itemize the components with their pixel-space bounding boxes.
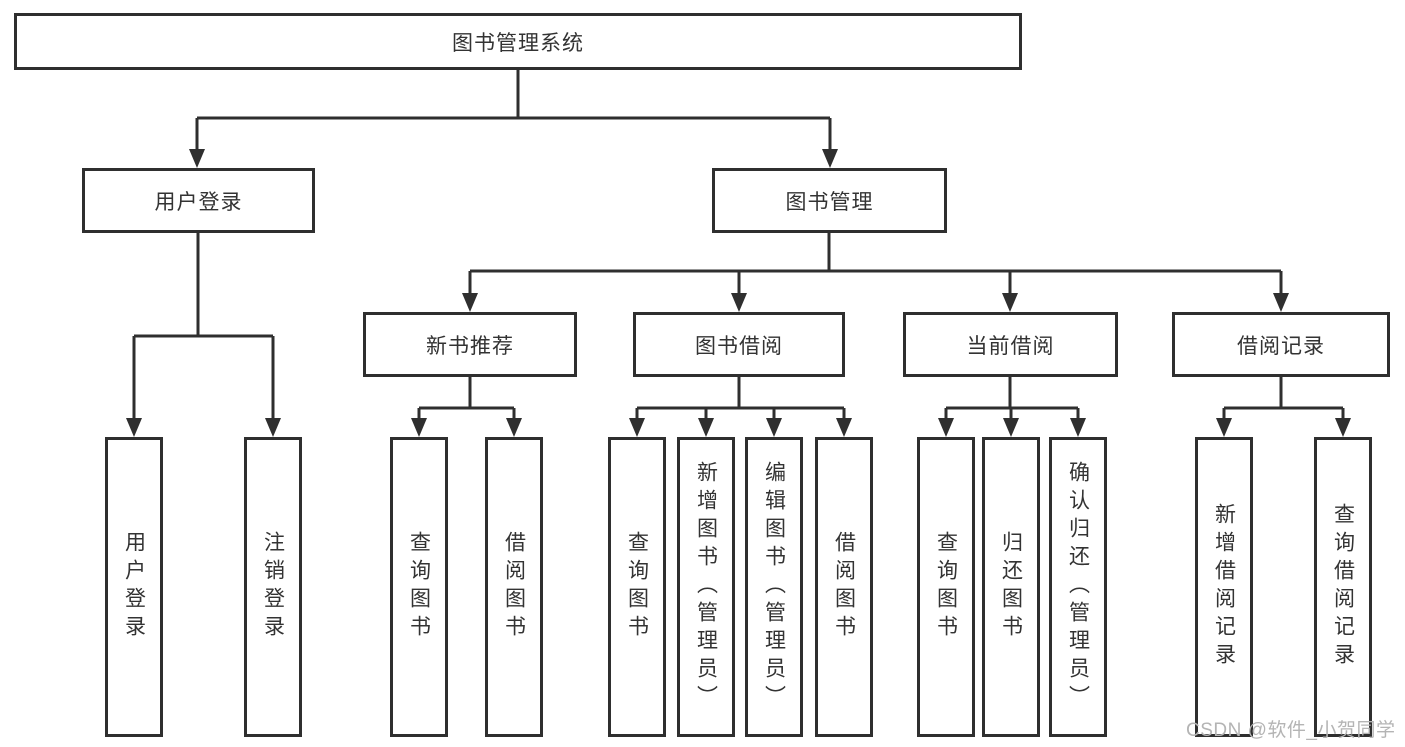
connector-arrow xyxy=(126,418,281,437)
connector-arrow xyxy=(411,418,522,437)
connector-arrow xyxy=(189,149,838,168)
node-label: 查询图书 xyxy=(934,531,958,643)
connector-arrow xyxy=(462,293,1289,312)
node-label: 归还图书 xyxy=(999,531,1023,643)
leaf-logout: 注销登录 xyxy=(244,437,302,737)
node-label: 图书管理系统 xyxy=(452,31,584,55)
node-label: 当前借阅 xyxy=(966,334,1055,358)
node-label: 查询借阅记录 xyxy=(1331,503,1355,671)
leaf-query-books-recommend: 查询图书 xyxy=(390,437,448,737)
connector-line xyxy=(1222,377,1345,420)
node-label: 借阅图书 xyxy=(502,531,526,643)
connector-line xyxy=(132,233,275,420)
leaf-query-borrow-record: 查询借阅记录 xyxy=(1314,437,1372,737)
connector-arrow xyxy=(938,418,1086,437)
node-label: 查询图书 xyxy=(625,531,649,643)
node-label: 用户登录 xyxy=(122,531,146,643)
leaf-add-book-admin: 新增图书（管理员） xyxy=(677,437,735,737)
leaf-edit-book-admin: 编辑图书（管理员） xyxy=(745,437,803,737)
connector-line xyxy=(417,377,516,420)
watermark: CSDN @软件_小贺同学 xyxy=(1186,720,1396,741)
leaf-query-books-borrow: 查询图书 xyxy=(608,437,666,737)
node-borrow-records: 借阅记录 xyxy=(1172,312,1390,377)
node-label: 新增借阅记录 xyxy=(1212,503,1236,671)
leaf-borrow-books-borrow: 借阅图书 xyxy=(815,437,873,737)
node-book-borrow: 图书借阅 xyxy=(633,312,845,377)
connector-line xyxy=(635,377,846,420)
node-root: 图书管理系统 xyxy=(14,13,1022,70)
leaf-user-login: 用户登录 xyxy=(105,437,163,737)
node-label: 编辑图书（管理员） xyxy=(762,461,786,713)
node-label: 借阅记录 xyxy=(1237,334,1325,358)
node-current-borrow: 当前借阅 xyxy=(903,312,1118,377)
node-new-book-recommend: 新书推荐 xyxy=(363,312,577,377)
node-label: 注销登录 xyxy=(261,531,285,643)
leaf-add-borrow-record: 新增借阅记录 xyxy=(1195,437,1253,737)
leaf-return-book: 归还图书 xyxy=(982,437,1040,737)
node-book-management: 图书管理 xyxy=(712,168,947,233)
leaf-query-books-current: 查询图书 xyxy=(917,437,975,737)
leaf-borrow-books-recommend: 借阅图书 xyxy=(485,437,543,737)
node-label: 用户登录 xyxy=(154,190,243,214)
connector-line xyxy=(195,70,832,150)
leaf-confirm-return-admin: 确认归还（管理员） xyxy=(1049,437,1107,737)
connector-line xyxy=(468,233,1283,294)
node-label: 新书推荐 xyxy=(426,334,514,358)
connector-arrow xyxy=(629,418,852,437)
connector-line xyxy=(944,377,1080,420)
connector-arrow xyxy=(1216,418,1351,437)
node-label: 借阅图书 xyxy=(832,531,856,643)
node-user-login: 用户登录 xyxy=(82,168,315,233)
node-label: 确认归还（管理员） xyxy=(1066,461,1090,713)
node-label: 查询图书 xyxy=(407,531,431,643)
node-label: 图书借阅 xyxy=(695,334,783,358)
node-label: 新增图书（管理员） xyxy=(694,461,718,713)
node-label: 图书管理 xyxy=(785,190,874,214)
